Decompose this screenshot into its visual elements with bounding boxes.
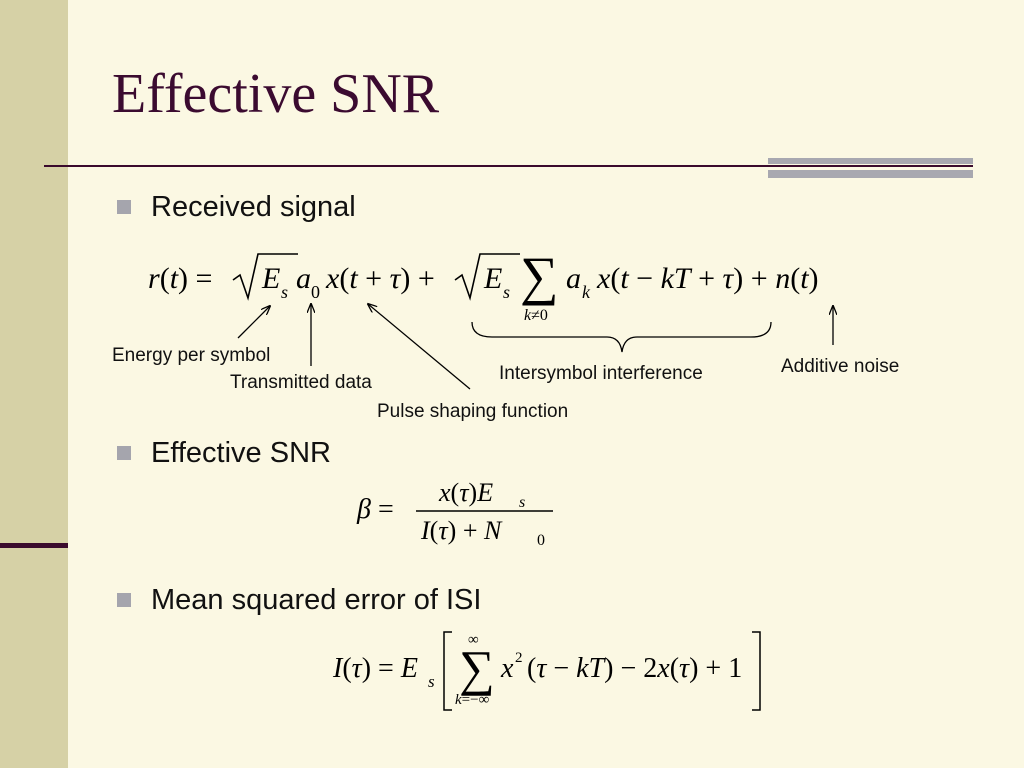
isi-brace [471, 321, 772, 353]
title-accent-bar-bottom [768, 170, 973, 178]
bullet-effective-snr: Effective SNR [151, 437, 331, 469]
label-pulse-shaping: Pulse shaping function [377, 401, 569, 422]
bullet-marker [117, 446, 131, 460]
bullet-received-signal: Received signal [151, 191, 356, 223]
label-transmitted-data: Transmitted data [230, 372, 372, 393]
bullet-marker [117, 200, 131, 214]
title-accent-bar-top [768, 158, 973, 164]
radical-sign [454, 253, 520, 301]
bullet-mean-squared-error: Mean squared error of ISI [151, 584, 482, 616]
arrow-energy-per-symbol [237, 306, 270, 339]
sidebar-accent-line [0, 543, 68, 548]
radical-sign [232, 253, 298, 301]
label-energy-per-symbol: Energy per symbol [112, 345, 271, 366]
slide-title: Effective SNR [112, 63, 440, 125]
title-underline [44, 165, 973, 167]
left-square-bracket [443, 631, 452, 711]
bullet-marker [117, 593, 131, 607]
label-intersymbol-interference: Intersymbol interference [499, 363, 703, 384]
arrow-pulse-shaping [368, 304, 471, 390]
right-square-bracket [752, 631, 761, 711]
left-sidebar-band [0, 0, 68, 768]
label-additive-noise: Additive noise [781, 356, 900, 377]
